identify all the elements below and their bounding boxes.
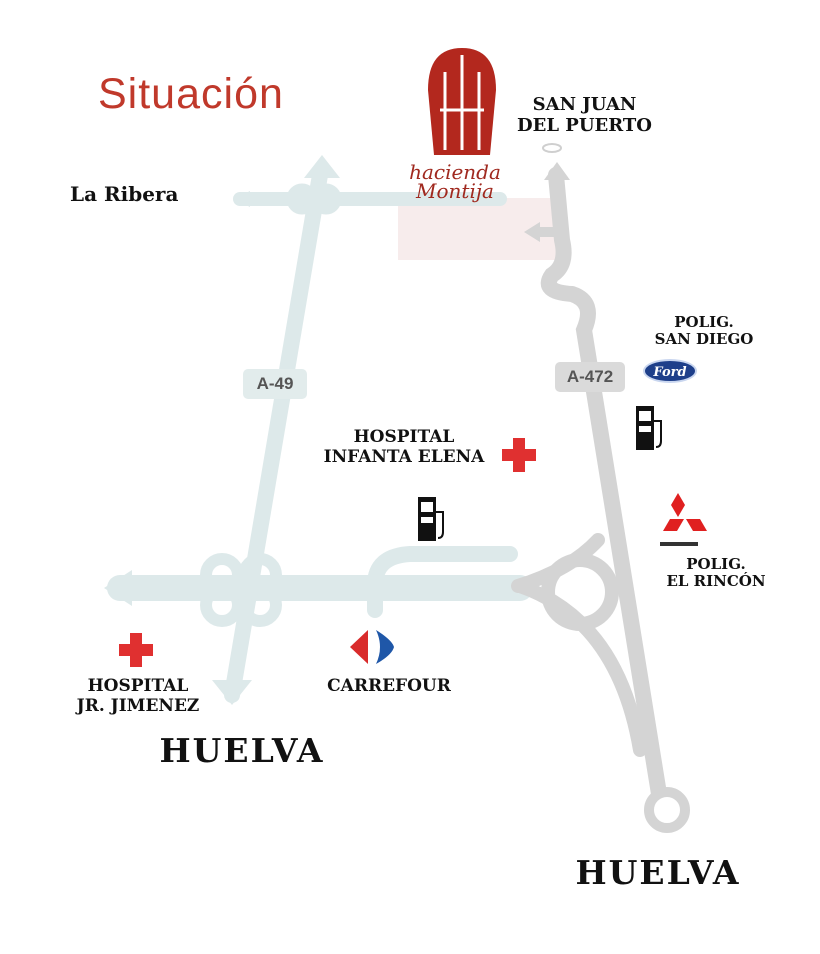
label-hospital-jr-jimenez: HOSPITAL JR. JIMENEZ [50,676,226,716]
label-hospital-infanta-elena: HOSPITAL INFANTA ELENA [298,427,510,467]
end-point-icon [644,787,690,833]
hospital-cross-icon [502,438,536,472]
page-title: Situación [98,70,284,118]
label-polig-el-rincon: POLIG. EL RINCÓN [650,555,782,591]
mitsubishi-label: MITSUBISHI [664,546,694,552]
arrow-hacienda-icon [524,222,540,242]
interchange-north [286,183,342,215]
arrow-west-icon [104,570,132,606]
shield-a472 [555,362,625,392]
label-san-juan-line2: DEL PUERTO [517,114,652,136]
road-a472 [511,167,668,808]
mitsubishi-wordmark [660,542,698,546]
label-huelva-right: HUELVA [575,853,741,892]
label-huelva-left: HUELVA [159,731,325,770]
gas-station-icon [636,406,662,450]
shield-a49-label: A-49 [256,374,294,393]
carrefour-logo-icon [350,630,394,664]
label-san-juan-line1: SAN JUAN [532,94,637,115]
shield-a49 [243,369,307,399]
label-hosp-ie-line1: HOSPITAL [353,427,455,447]
label-polig-sd-line1: POLIG. [674,313,734,331]
start-point-icon [542,143,562,153]
hacienda-logo-icon [428,48,496,155]
arrow-north-icon [304,155,340,178]
hospital-cross-icon [119,633,153,667]
ford-logo-icon: Ford [643,359,697,383]
label-polig-er-line1: POLIG. [686,555,746,573]
label-la-ribera: La Ribera [70,182,179,206]
mitsubishi-logo-icon [663,493,707,531]
label-polig-er-line2: EL RINCÓN [666,572,766,591]
label-polig-san-diego: POLIG. SAN DIEGO [628,313,780,349]
brand-line-2: Montija [416,179,494,203]
label-hosp-ie-line2: INFANTA ELENA [323,446,485,467]
hacienda-brand-text: hacienda Montija [405,160,505,203]
arrow-ribera-icon [234,191,250,207]
roundabout-icon [541,553,619,631]
label-hosp-jr-line2: JR. JIMENEZ [76,695,200,716]
label-hosp-jr-line1: HOSPITAL [87,676,189,696]
label-san-juan: SAN JUAN DEL PUERTO [497,94,672,136]
label-polig-sd-line2: SAN DIEGO [654,330,754,349]
arrow-south-icon [212,680,252,705]
brand-line-1: hacienda [409,160,501,184]
shield-a472-label: A-472 [566,367,614,386]
interchange-south [200,553,282,627]
arrow-san-juan-icon [544,162,570,180]
label-carrefour: CARREFOUR [327,676,451,696]
gas-station-icon [418,497,444,541]
